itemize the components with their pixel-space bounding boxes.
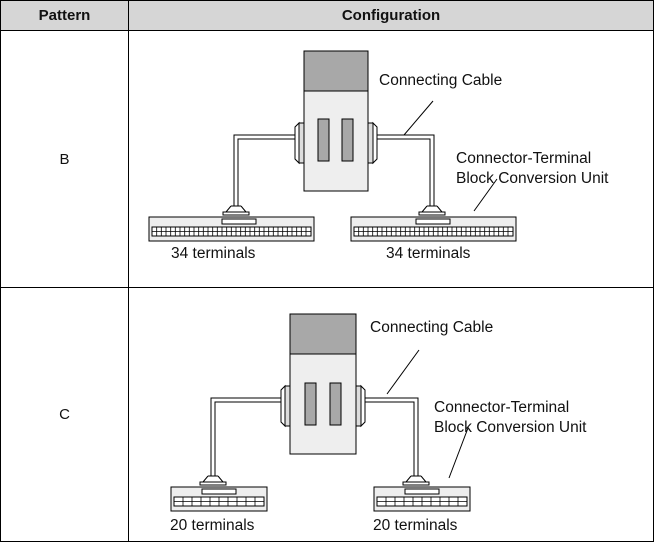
right-terminal-block: [350, 216, 517, 242]
cable-leader-line: [386, 349, 420, 395]
left-terminals-label: 34 terminals: [171, 245, 256, 262]
right-terminal-block: [373, 486, 471, 512]
pattern-cell-c: C: [0, 287, 129, 542]
conversion-unit-label-line1: Connector-Terminal: [434, 399, 570, 416]
right-cable: [367, 121, 446, 216]
io-unit: [289, 313, 357, 455]
configuration-diagram-c: Connecting Cable Connector-Terminal Bloc…: [128, 287, 654, 542]
cable-leader-line: [403, 100, 434, 136]
io-unit: [303, 50, 369, 192]
left-terminal-block: [170, 486, 268, 512]
right-terminals-label: 20 terminals: [373, 517, 458, 534]
diagram-b-drawing: [148, 50, 517, 242]
configuration-diagram-b: Connecting Cable Connector-Terminal Bloc…: [128, 30, 654, 288]
pattern-cell-b: B: [0, 30, 129, 288]
configuration-table: Pattern Configuration B: [0, 0, 654, 542]
unit-leader-line: [473, 178, 498, 212]
connecting-cable-label: Connecting Cable: [370, 319, 494, 336]
unit-leader-line: [448, 427, 469, 479]
pattern-header: Pattern: [0, 0, 129, 31]
connecting-cable-label: Connecting Cable: [379, 72, 503, 89]
right-terminals-label: 34 terminals: [386, 245, 471, 262]
table-row: B: [0, 30, 654, 288]
right-cable: [355, 384, 430, 486]
left-cable: [222, 121, 305, 216]
table-row: C: [0, 287, 654, 542]
left-terminal-block: [148, 216, 315, 242]
conversion-unit-label-line2: Block Conversion Unit: [434, 419, 587, 436]
left-cable: [199, 384, 291, 486]
table-header-row: Pattern Configuration: [0, 0, 654, 31]
diagram-c-drawing: [170, 313, 471, 512]
left-terminals-label: 20 terminals: [170, 517, 255, 534]
configuration-header: Configuration: [128, 0, 654, 31]
conversion-unit-label-line2: Block Conversion Unit: [456, 170, 609, 187]
conversion-unit-label-line1: Connector-Terminal: [456, 150, 592, 167]
